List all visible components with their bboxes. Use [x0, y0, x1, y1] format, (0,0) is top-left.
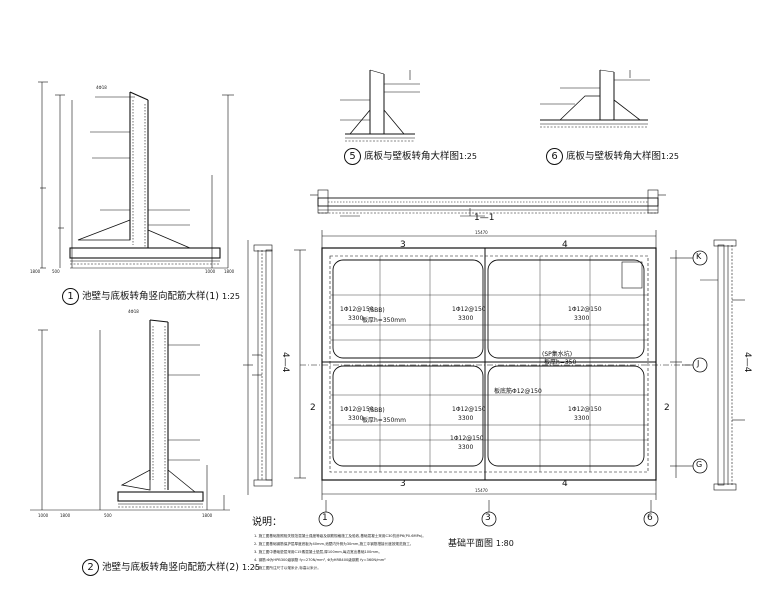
- rebar-length: 3300: [348, 315, 364, 322]
- section-4-4-right-label: 4—4: [742, 352, 752, 373]
- detail-5-scale: 1:25: [459, 152, 477, 161]
- dim-1800: 1800: [30, 269, 41, 274]
- slab-a-thickness: 板厚h=350mm: [362, 317, 406, 324]
- dim-1800-right: 1800: [224, 269, 235, 274]
- rebar-label: 1Φ12@150: [568, 306, 602, 313]
- slab-b-label: (SBB): [368, 407, 385, 414]
- rebar-label: 1Φ12@150: [452, 306, 486, 313]
- dim-500: 500: [52, 269, 60, 274]
- rebar-label: 1Φ12@150: [340, 306, 374, 313]
- detail-6-number: 6: [546, 148, 563, 165]
- detail-6-title-text: 底板与壁板转角大样图: [566, 151, 662, 162]
- rebar-length: 3300: [348, 415, 364, 422]
- detail-6-scale: 1:25: [661, 152, 679, 161]
- rebar-length: 3300: [458, 444, 474, 451]
- axis-top-3: 3: [400, 240, 406, 250]
- rebar-length: 3300: [458, 415, 474, 422]
- rebar-length: 3300: [574, 415, 590, 422]
- note-item: 3. 施工图中基础垫层采用C15素混凝土垫层,厚100mm,每边宽出基础100m…: [254, 550, 382, 554]
- section-4-4-left-drawing: [243, 240, 273, 495]
- section-1-1-drawing: [310, 189, 666, 217]
- detail-1-title-text: 池壁与底板转角竖向配筋大样(1): [82, 291, 219, 302]
- dim-1000-d2: 1000: [38, 513, 49, 518]
- note-item: 2. 施工图基础钢筋保护层厚度底板为40mm,池壁内外侧为30mm,施工中钢筋搭…: [254, 542, 414, 546]
- axis-bottom-4-inner: 4: [562, 479, 568, 489]
- detail-2-scale: 1:25: [242, 563, 260, 572]
- dim-500-d2: 500: [104, 513, 112, 518]
- detail-1-drawing: [38, 81, 234, 269]
- rebar-label: 1Φ12@150: [452, 406, 486, 413]
- rebar-length: 3300: [458, 315, 474, 322]
- axis-circle-K: K: [696, 252, 702, 261]
- detail-5-number: 5: [344, 148, 361, 165]
- axis-circle-3: 3: [485, 513, 491, 523]
- axis-circle-1: 1: [322, 513, 328, 523]
- detail-2-number: 2: [82, 559, 99, 576]
- axis-circle-6: 6: [647, 513, 653, 523]
- slab-b-thickness: 板厚h=350mm: [362, 417, 406, 424]
- plan-drawing: [294, 230, 708, 527]
- rebar-label: 1Φ12@150: [340, 406, 374, 413]
- section-4-4-left-label: 4—4: [280, 352, 290, 373]
- section-4-4-right-drawing: [700, 239, 745, 491]
- axis-top-4: 4: [562, 240, 568, 250]
- slab-c-thickness: 板厚h=350: [544, 359, 577, 366]
- rebar-4phi18-d2: 4Φ18: [128, 309, 139, 314]
- dim-1000: 1000: [205, 269, 216, 274]
- detail-2-drawing: [30, 319, 230, 511]
- note-item: 4. 钢筋:Φ为HPB300级钢筋 fy=270N/mm², Φ为HRB400级…: [254, 558, 386, 562]
- axis-bottom-3-inner: 3: [400, 479, 406, 489]
- plan-scale: 1:80: [495, 539, 514, 548]
- distribution-rebar: 板底筋Φ12@150: [494, 388, 542, 395]
- note-item: 5. 施工图所注尺寸以毫米计,标高以米计。: [254, 566, 321, 570]
- notes-title: 说明：: [252, 517, 282, 528]
- detail-1-scale: 1:25: [222, 292, 240, 301]
- axis-circle-G: G: [696, 460, 703, 469]
- rebar-label: 1Φ12@150: [568, 406, 602, 413]
- axis-right-2: 2: [664, 403, 670, 413]
- rebar-label: 1Φ12@150: [450, 435, 484, 442]
- axis-left-2: 2: [310, 403, 316, 413]
- section-1-1-label: 1—1: [474, 213, 495, 223]
- plan-title-text: 基础平面图: [448, 539, 494, 549]
- detail-5-title-text: 底板与壁板转角大样图: [364, 151, 460, 162]
- rebar-length: 3300: [574, 315, 590, 322]
- plan-width-dim: 15470: [475, 230, 488, 235]
- detail-6-drawing: [540, 69, 650, 128]
- dim-1800-d2-right: 1800: [202, 513, 213, 518]
- slab-a-label: (SBB): [368, 307, 385, 314]
- axis-circle-J: J: [697, 359, 700, 368]
- detail-5-drawing: [340, 69, 420, 142]
- slab-c-label: (SP集水坑): [542, 351, 573, 358]
- plan-title: 基础平面图 1:80: [448, 540, 514, 549]
- detail-1-number: 1: [62, 288, 79, 305]
- dim-1800-d2: 1800: [60, 513, 71, 518]
- rebar-4phi18: 4Φ18: [96, 85, 107, 90]
- plan-width-dim-bottom: 15470: [475, 488, 488, 493]
- detail-2-title-text: 池壁与底板转角竖向配筋大样(2): [102, 562, 239, 573]
- note-item: 1. 施工图基础按照相关规范混凝土强度等级及钢筋规格施工及验收,基础混凝土采用C…: [254, 534, 426, 538]
